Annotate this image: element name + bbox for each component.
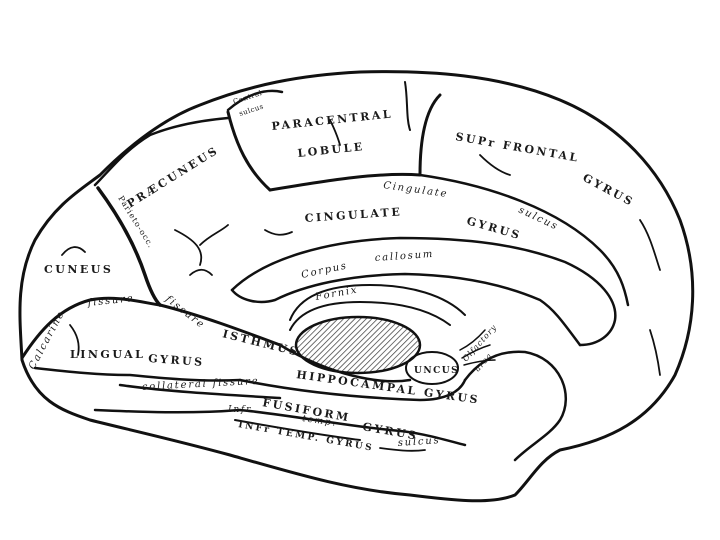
label-fissure-isthmus: fissure	[162, 293, 207, 331]
sulcus-detail-6	[650, 330, 660, 375]
label-cingulate-gyrus: CINGULATE	[304, 205, 402, 225]
label-uncus: UNCUS	[414, 366, 459, 376]
sulcus-detail-3	[265, 230, 292, 235]
label-lingual: LINGUAL	[70, 348, 145, 361]
label-cuneus: CUNEUS	[44, 263, 113, 276]
sulcus-detail-2	[190, 270, 212, 275]
sulcus-detail-4	[62, 247, 85, 255]
label-paracentral: PARACENTRAL	[271, 107, 394, 133]
thalamus-hatched	[296, 317, 420, 373]
label-corpus: Corpus	[300, 260, 348, 281]
label-sup-frontal: SUPr FRONTAL	[454, 130, 580, 165]
label-fissure-calc: fissure	[86, 293, 135, 309]
calcarine-fissure	[22, 298, 280, 358]
label-gyrus-lingual: GYRUS	[148, 352, 205, 369]
label-fornix: Fornix	[314, 285, 360, 304]
label-cingulate-gyrus-2: GYRUS	[465, 214, 523, 242]
label-callosum: callosum	[374, 249, 434, 264]
sulcus-detail-5	[640, 220, 660, 270]
label-infr-1: Infr	[227, 405, 252, 415]
label-central-sulcus-2: sulcus	[238, 102, 265, 117]
label-cingulate-sulcus-1: Cingulate	[383, 180, 449, 200]
label-lobule: LOBULE	[297, 140, 365, 160]
label-praecuneus: PRÆCUNEUS	[125, 144, 221, 211]
frontal-sulcus-tip	[405, 82, 410, 130]
label-gyrus-frontal: GYRUS	[581, 171, 637, 209]
label-sulcus-temp: sulcus	[397, 435, 440, 449]
sulcus-detail-1	[175, 225, 228, 265]
label-isthmus: ISTHMUS	[221, 327, 301, 359]
paracentral-sulcus	[228, 112, 270, 190]
sulcus-detail-7	[480, 155, 510, 175]
